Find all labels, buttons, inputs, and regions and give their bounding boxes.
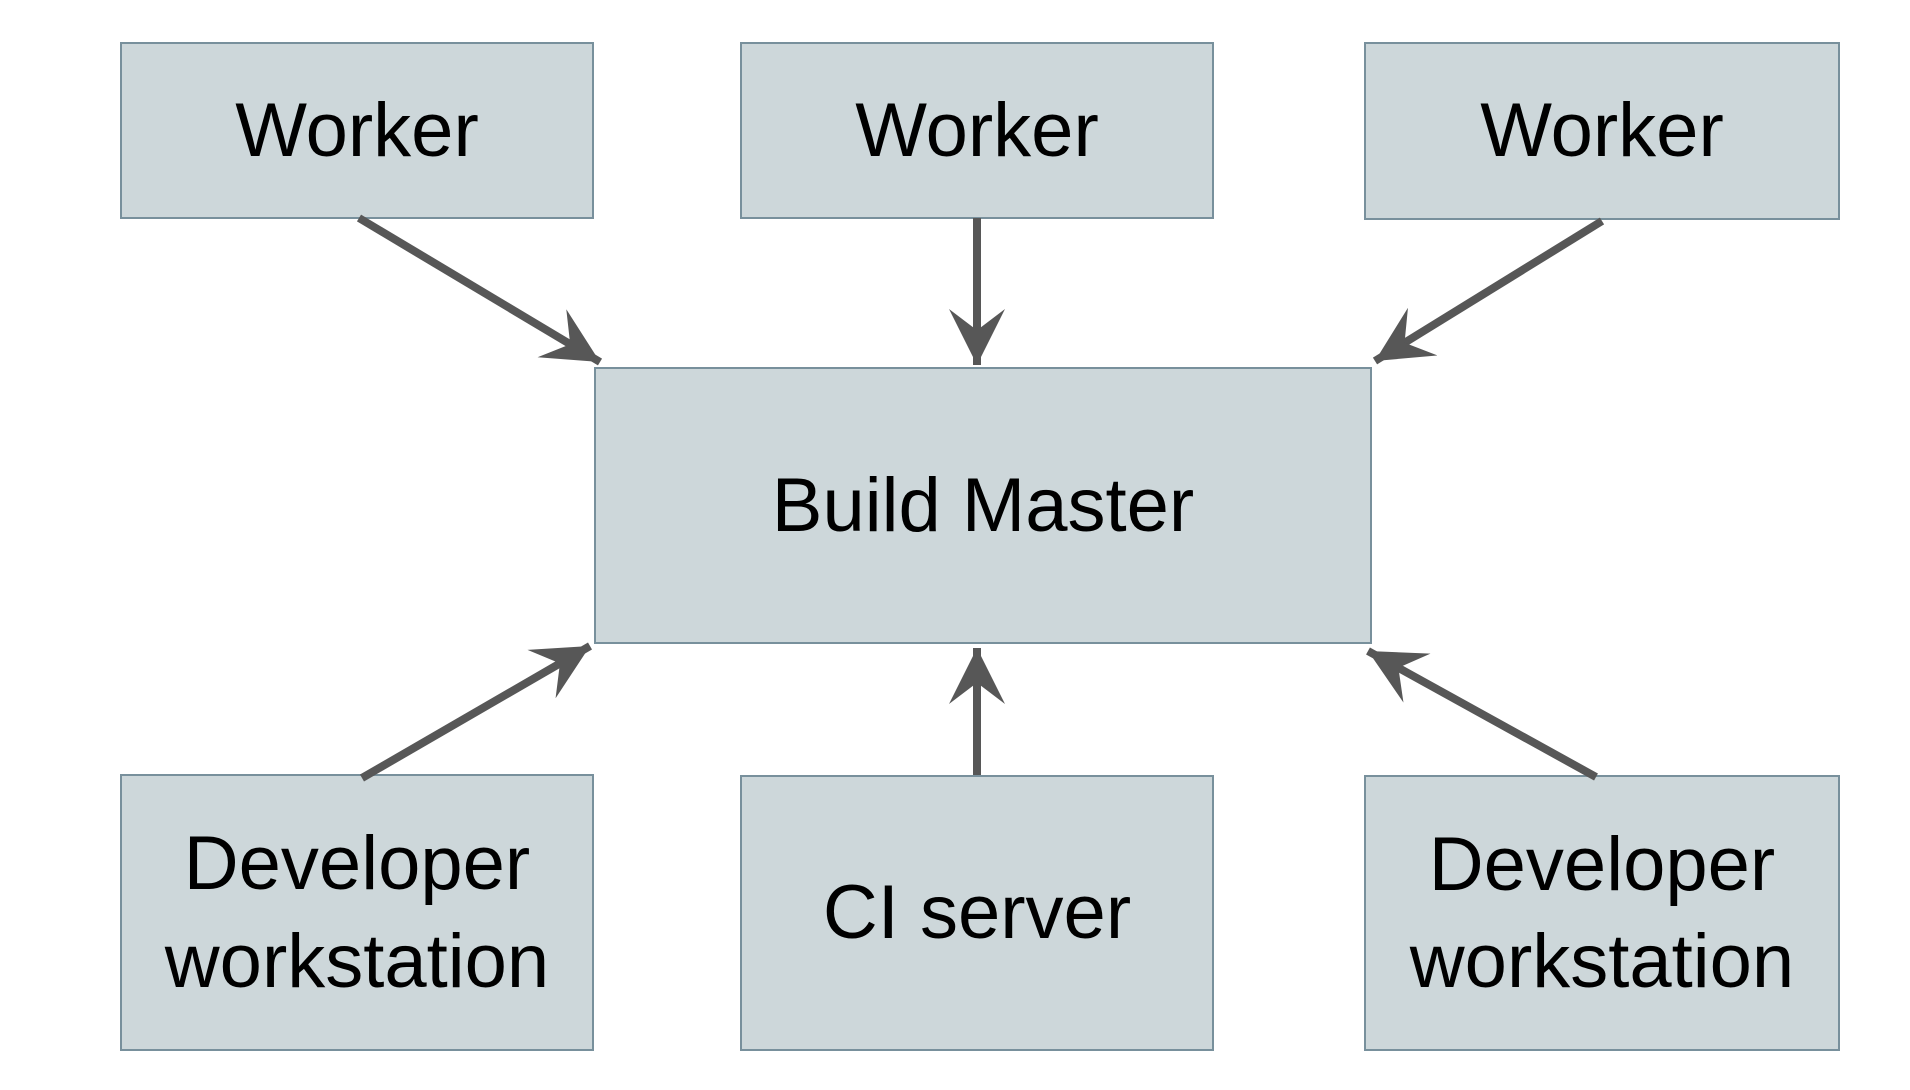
node-developer-workstation-right: Developer workstation <box>1364 775 1840 1051</box>
arrow-dev-left-to-build-master <box>359 642 593 782</box>
node-worker-top-right: Worker <box>1364 42 1840 220</box>
node-developer-workstation-left: Developer workstation <box>120 774 594 1051</box>
node-worker-top-left-label: Worker <box>235 87 479 173</box>
node-worker-top-center: Worker <box>740 42 1214 219</box>
arrow-worker-right-to-build-master <box>1372 217 1605 365</box>
node-build-master-label: Build Master <box>771 462 1195 548</box>
node-build-master: Build Master <box>594 367 1372 644</box>
node-worker-top-right-label: Worker <box>1480 88 1724 174</box>
node-developer-workstation-left-label: Developer workstation <box>164 821 550 1004</box>
node-developer-workstation-right-label: Developer workstation <box>1409 821 1795 1004</box>
node-worker-top-center-label: Worker <box>855 87 1099 173</box>
arrow-worker-left-to-build-master <box>356 214 603 366</box>
node-ci-server: CI server <box>740 775 1214 1051</box>
node-ci-server-label: CI server <box>822 870 1132 956</box>
arrow-dev-right-to-build-master <box>1366 647 1598 781</box>
node-worker-top-left: Worker <box>120 42 594 219</box>
